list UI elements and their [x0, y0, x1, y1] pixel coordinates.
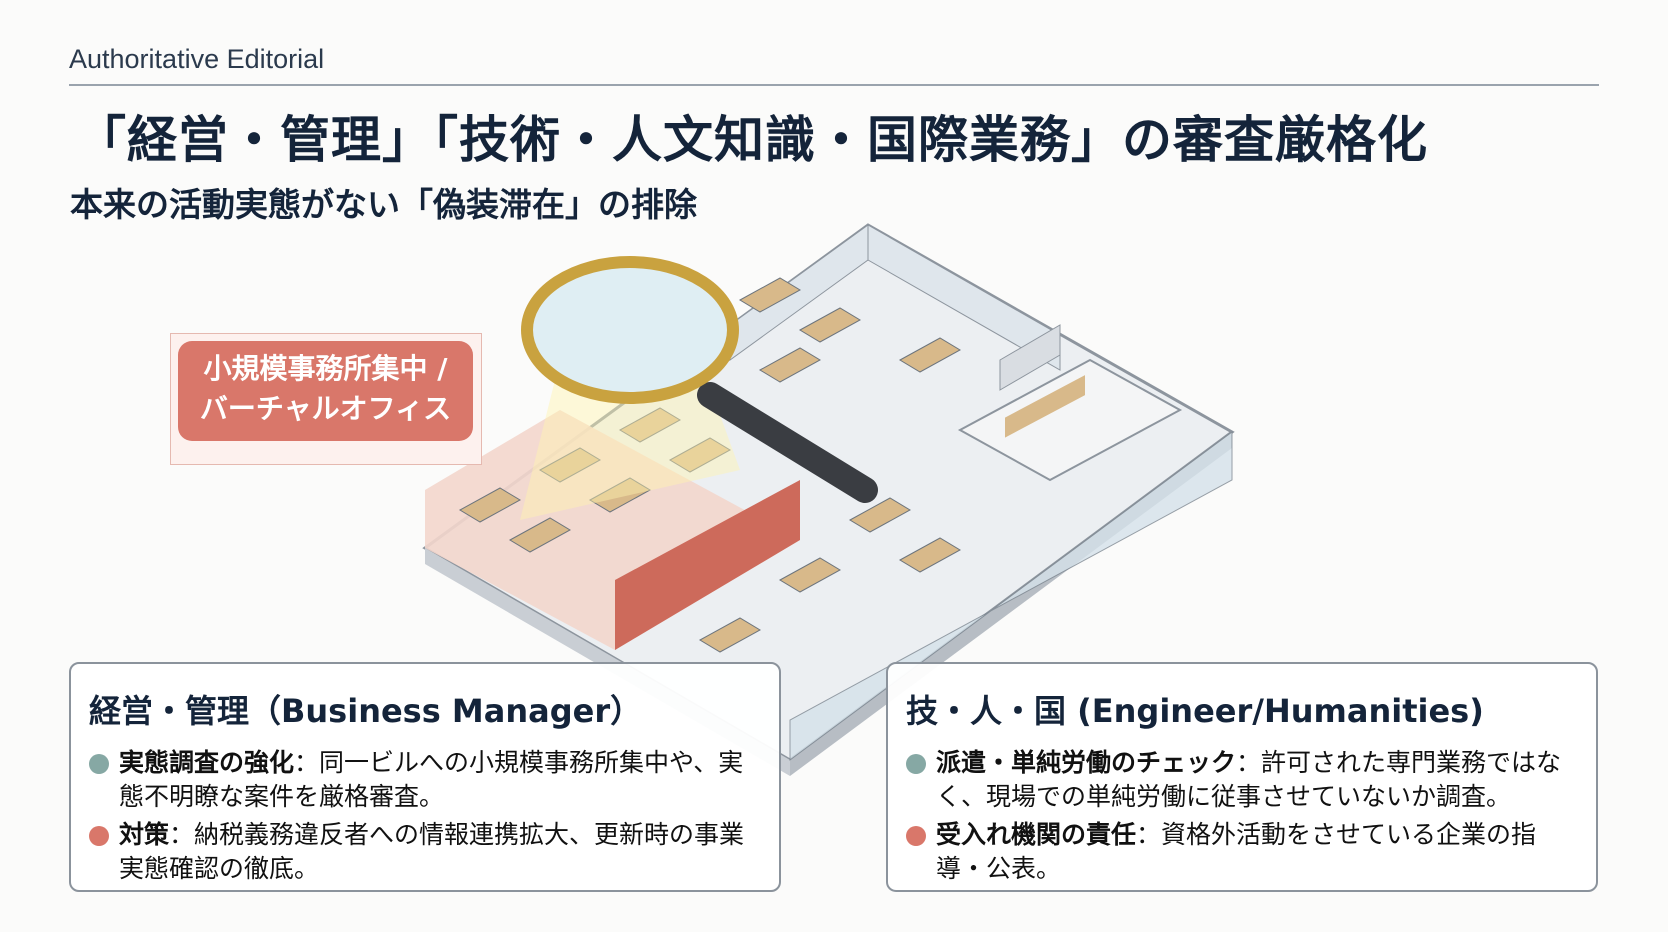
item-separator: ：	[1236, 748, 1262, 777]
item-separator: ：	[1136, 820, 1162, 849]
panel-heading: 技・人・国 (Engineer/Humanities)	[906, 692, 1484, 730]
list-item: 派遣・単純労働のチェック：許可された専門業務ではなく、現場での単純労働に従事させ…	[906, 746, 1578, 814]
item-text: 資格外活動をさせている企業の指導・公表。	[936, 820, 1537, 883]
callout-line-1: 小規模事務所集中 /	[203, 352, 448, 385]
panel-heading: 経営・管理（Business Manager）	[89, 692, 643, 730]
back-wall-right	[867, 224, 1061, 371]
item-separator: ：	[169, 820, 195, 849]
magnifier-handle	[697, 382, 878, 503]
coral-bullet-icon	[89, 826, 109, 846]
item-text: 同一ビルへの小規模事務所集中や、実態不明瞭な案件を厳格審査。	[119, 748, 744, 811]
teal-bullet-icon	[906, 754, 926, 774]
page-title: 「経営・管理」「技術・人文知識・国際業務」の審査厳格化	[76, 111, 1428, 169]
item-text: 許可された専門業務ではなく、現場での単純労働に従事させていないか調査。	[936, 748, 1562, 811]
item-label: 派遣・単純労働のチェック	[936, 748, 1237, 777]
header-divider	[69, 84, 1599, 86]
business-manager-panel: 経営・管理（Business Manager） 実態調査の強化：同一ビルへの小規…	[69, 662, 781, 892]
red-partition-wall	[615, 480, 800, 650]
magnifier-light-beam	[520, 360, 740, 520]
room-wall	[999, 324, 1061, 391]
list-item: 実態調査の強化：同一ビルへの小規模事務所集中や、実態不明瞭な案件を厳格審査。	[89, 746, 761, 814]
engineer-humanities-panel: 技・人・国 (Engineer/Humanities) 派遣・単純労働のチェック…	[886, 662, 1598, 892]
virtual-office-callout: 小規模事務所集中 / バーチャルオフィス	[178, 341, 473, 441]
item-label: 対策	[119, 820, 170, 849]
brand-label: Authoritative Editorial	[69, 44, 325, 74]
item-label: 受入れ機関の責任	[936, 820, 1137, 849]
teal-bullet-icon	[89, 754, 109, 774]
meeting-room	[957, 358, 1183, 482]
item-label: 実態調査の強化	[119, 748, 295, 777]
item-text: 納税義務違反者への情報連携拡大、更新時の事業実態確認の徹底。	[119, 820, 745, 883]
list-item: 受入れ機関の責任：資格外活動をさせている企業の指導・公表。	[906, 818, 1578, 886]
list-item: 対策：納税義務違反者への情報連携拡大、更新時の事業実態確認の徹底。	[89, 818, 761, 886]
callout-line-2: バーチャルオフィス	[199, 392, 452, 425]
magnifier-lens	[521, 256, 739, 404]
meeting-table	[1005, 375, 1085, 438]
item-separator: ：	[294, 748, 320, 777]
desk-clusters	[458, 277, 962, 653]
page-subtitle: 本来の活動実態がない「偽装滞在」の排除	[70, 185, 697, 224]
coral-bullet-icon	[906, 826, 926, 846]
